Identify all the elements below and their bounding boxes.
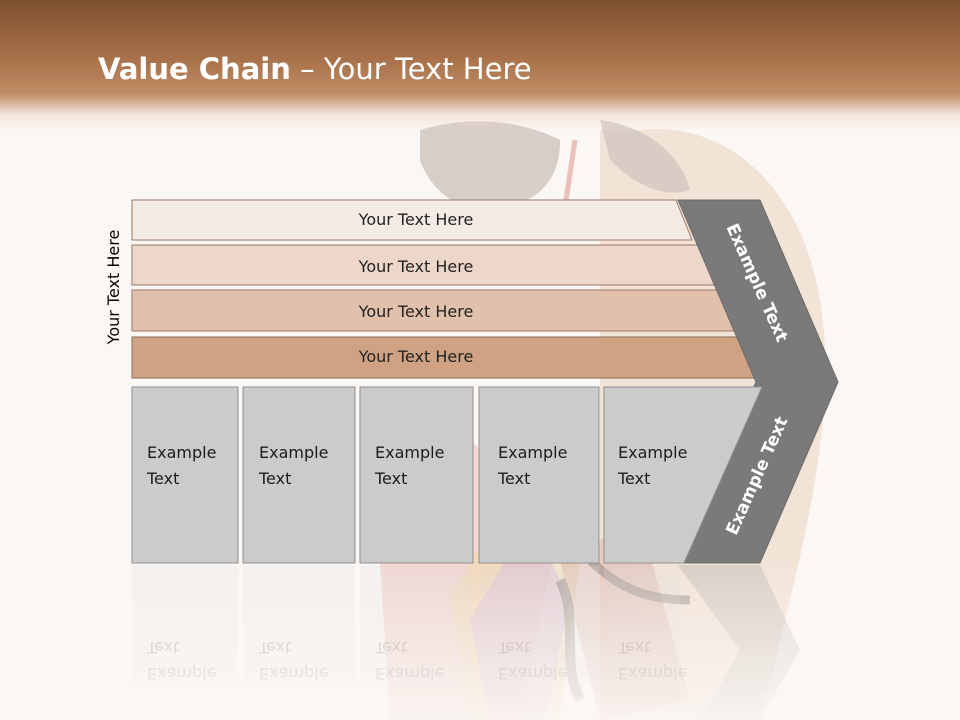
box-1[interactable] bbox=[131, 386, 239, 564]
box-2-line2: Text bbox=[259, 469, 292, 488]
box-3[interactable] bbox=[359, 386, 474, 564]
bar-1[interactable]: Your Text Here bbox=[131, 199, 693, 241]
bar-2[interactable]: Your Text Here bbox=[131, 244, 717, 286]
box-3-line2: Text bbox=[375, 469, 408, 488]
bar-1-label: Your Text Here bbox=[358, 210, 474, 229]
box-5-line2: Text bbox=[618, 469, 651, 488]
box-3-line1: Example bbox=[375, 443, 445, 462]
box-1-line2: Text bbox=[147, 469, 180, 488]
header-banner bbox=[0, 0, 960, 130]
box-1-line1: Example bbox=[147, 443, 217, 462]
box-2[interactable] bbox=[242, 386, 356, 564]
page-title: Value Chain – Your Text Here bbox=[98, 52, 532, 86]
bar-4-label: Your Text Here bbox=[358, 347, 474, 366]
box-4[interactable] bbox=[478, 386, 600, 564]
title-bold: Value Chain bbox=[98, 52, 291, 86]
bar-3[interactable]: Your Text Here bbox=[131, 289, 741, 332]
box-2-line1: Example bbox=[259, 443, 329, 462]
bar-3-label: Your Text Here bbox=[358, 302, 474, 321]
bottom-fade bbox=[0, 560, 960, 720]
box-5-line1: Example bbox=[618, 443, 688, 462]
bar-4[interactable]: Your Text Here bbox=[131, 336, 765, 379]
box-4-line2: Text bbox=[498, 469, 531, 488]
bar-2-label: Your Text Here bbox=[358, 257, 474, 276]
title-rest: – Your Text Here bbox=[290, 52, 532, 86]
box-4-line1: Example bbox=[498, 443, 568, 462]
